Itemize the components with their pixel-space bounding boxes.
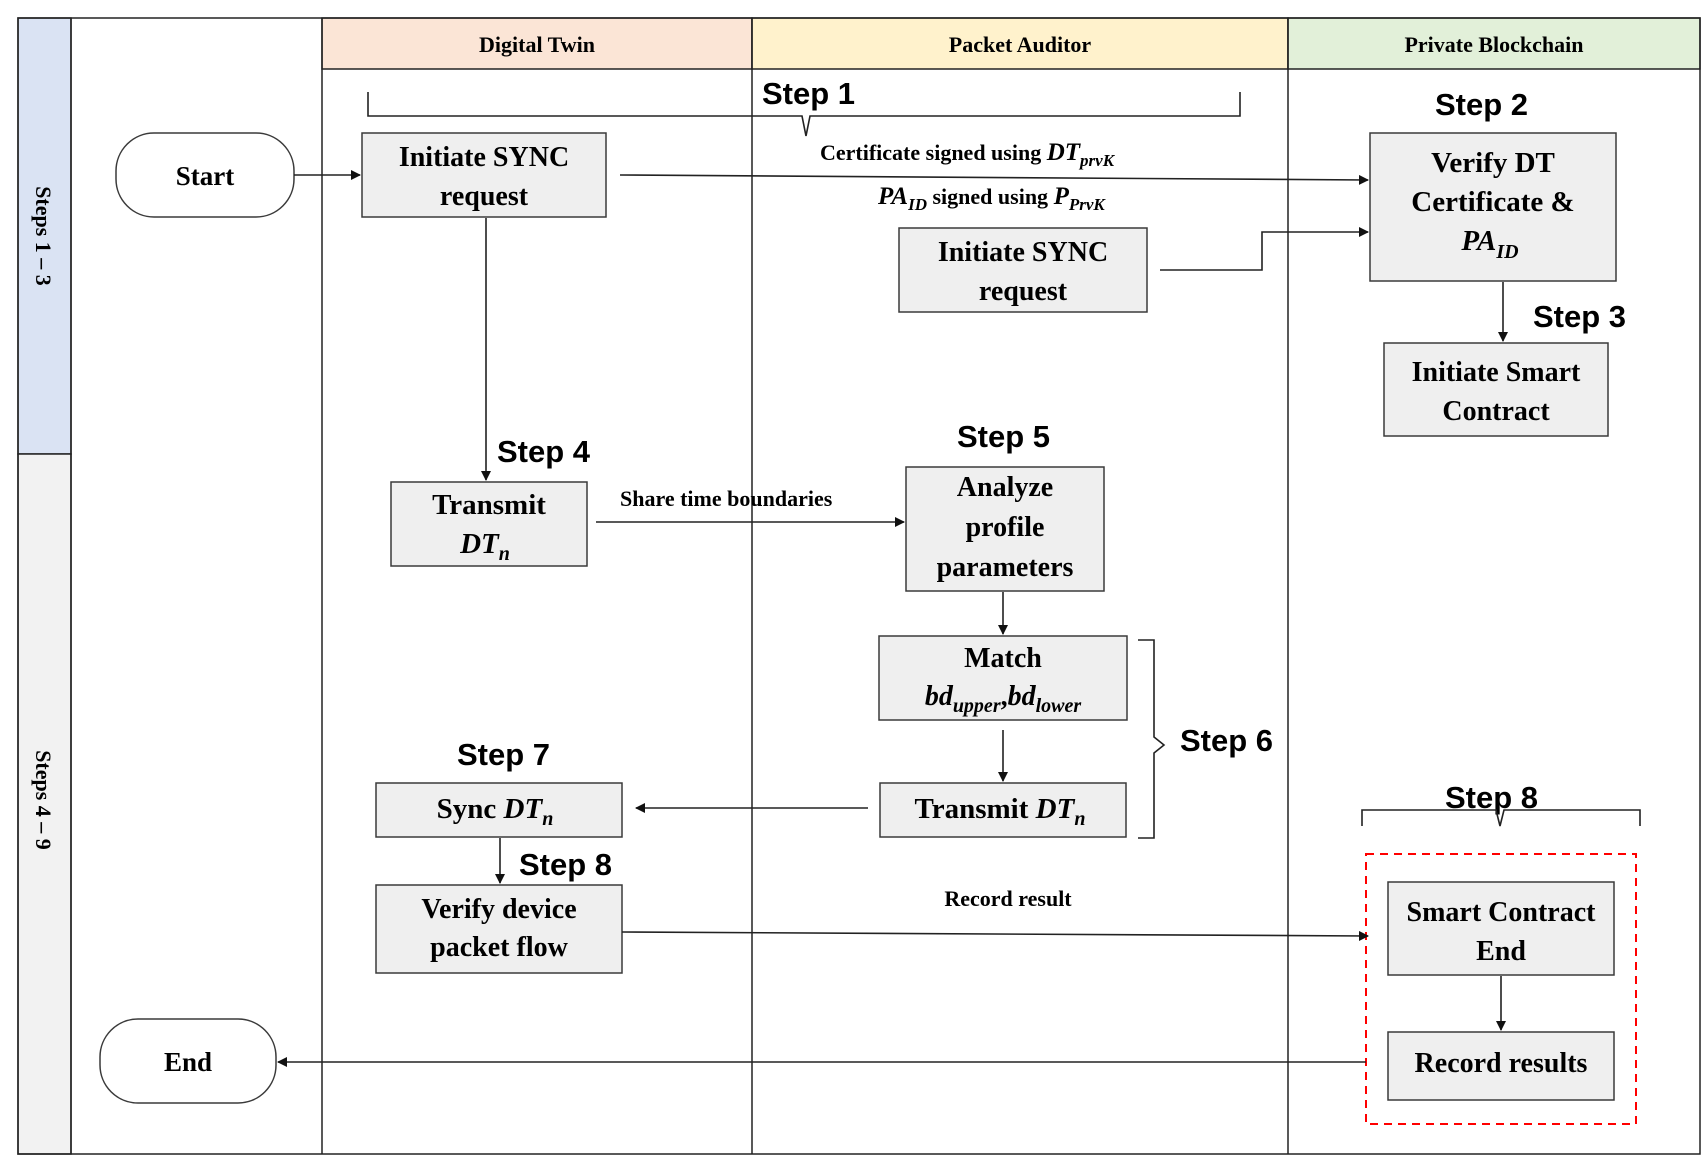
dt-transmit-box[interactable] xyxy=(390,481,588,567)
lane-header-packet-auditor xyxy=(751,17,1289,70)
lane-title-private-blockchain: Private Blockchain xyxy=(1404,32,1583,57)
pa-transmit-label: Transmit DTn xyxy=(915,793,1086,830)
dt-transmit-line1: Transmit xyxy=(432,489,546,521)
dt-initiate-sync-line2: request xyxy=(440,181,529,212)
pa-initiate-sync-line2: request xyxy=(979,276,1068,307)
verify-dt-certificate-box[interactable] xyxy=(1369,132,1617,282)
smart-contract-end-box[interactable] xyxy=(1387,881,1615,976)
smart-contract-line2: Contract xyxy=(1442,396,1550,427)
step-8-right-label: Step 8 xyxy=(1445,780,1538,815)
lane-header-private-blockchain xyxy=(1287,17,1701,70)
sc-end-line1: Smart Contract xyxy=(1407,897,1597,928)
record-result-label: Record result xyxy=(944,886,1072,911)
step-4-label: Step 4 xyxy=(497,434,591,469)
analyze-line3: parameters xyxy=(937,552,1074,583)
step1-brace xyxy=(367,92,1241,137)
dt-transmit-line2: DTn xyxy=(459,528,510,565)
dt-initiate-sync-box[interactable] xyxy=(361,132,607,218)
lane-title-digital-twin: Digital Twin xyxy=(479,32,595,57)
analyze-line2: profile xyxy=(966,512,1045,543)
step-5-label: Step 5 xyxy=(957,419,1050,454)
phase-band-steps-4-9 xyxy=(17,453,72,1155)
record-results-box[interactable] xyxy=(1387,1031,1615,1101)
initiate-smart-contract-box[interactable] xyxy=(1383,342,1609,437)
step-3-label: Step 3 xyxy=(1533,299,1626,334)
step8-right-brace xyxy=(1361,809,1641,827)
verify-packet-flow-box[interactable] xyxy=(375,884,623,974)
smart-contract-group-frame xyxy=(1365,853,1637,1125)
verify-line2: Certificate & xyxy=(1411,186,1574,218)
diagram-frame xyxy=(17,17,1701,1155)
analyze-profile-box[interactable] xyxy=(905,466,1105,592)
match-line2: bdupper,bdlower xyxy=(925,681,1082,717)
vdpf-line1: Verify device xyxy=(421,894,576,925)
pa-initiate-sync-box[interactable] xyxy=(898,227,1148,313)
analyze-line1: Analyze xyxy=(957,472,1053,503)
pa-transmit-box[interactable] xyxy=(879,782,1127,838)
dt-initiate-sync-line1: Initiate SYNC xyxy=(399,142,569,173)
pa-initiate-sync-line1: Initiate SYNC xyxy=(938,237,1108,268)
share-time-boundaries-label: Share time boundaries xyxy=(620,486,833,511)
sync-dt-label: Sync DTn xyxy=(437,793,554,830)
phase-label-steps-1-3: Steps 1 – 3 xyxy=(31,186,56,286)
step-2-label: Step 2 xyxy=(1435,87,1528,122)
start-label: Start xyxy=(176,161,234,191)
arrow-pa-sync-to-verify xyxy=(1160,227,1369,271)
record-results-label: Record results xyxy=(1415,1048,1588,1079)
match-bounds-box[interactable] xyxy=(878,635,1128,721)
certificate-label: Certificate signed using DTprvK xyxy=(820,139,1116,170)
step6-brace xyxy=(1138,639,1166,839)
lane-title-packet-auditor: Packet Auditor xyxy=(949,32,1092,57)
step-8-left-label: Step 8 xyxy=(519,847,612,882)
phase-label-steps-4-9: Steps 4 – 9 xyxy=(31,750,56,850)
step-1-label: Step 1 xyxy=(762,76,855,111)
match-line1: Match xyxy=(964,643,1042,674)
arrow-verify-flow-to-sc-end xyxy=(621,930,1369,941)
sync-dt-box[interactable] xyxy=(375,782,623,838)
arrow-dt-sync-to-verify xyxy=(619,174,1369,185)
vdpf-line2: packet flow xyxy=(430,932,568,963)
step-6-label: Step 6 xyxy=(1180,723,1273,758)
paid-signed-label: PAID signed using PPrvK xyxy=(877,183,1106,214)
verify-line1: Verify DT xyxy=(1431,147,1555,179)
end-terminal[interactable] xyxy=(99,1018,277,1104)
verify-line3: PAID xyxy=(1460,225,1518,263)
step-7-label: Step 7 xyxy=(457,737,550,772)
phase-band-steps-1-3 xyxy=(17,17,72,455)
smart-contract-line1: Initiate Smart xyxy=(1412,357,1581,388)
sc-end-line2: End xyxy=(1476,936,1526,967)
end-label: End xyxy=(164,1047,212,1077)
